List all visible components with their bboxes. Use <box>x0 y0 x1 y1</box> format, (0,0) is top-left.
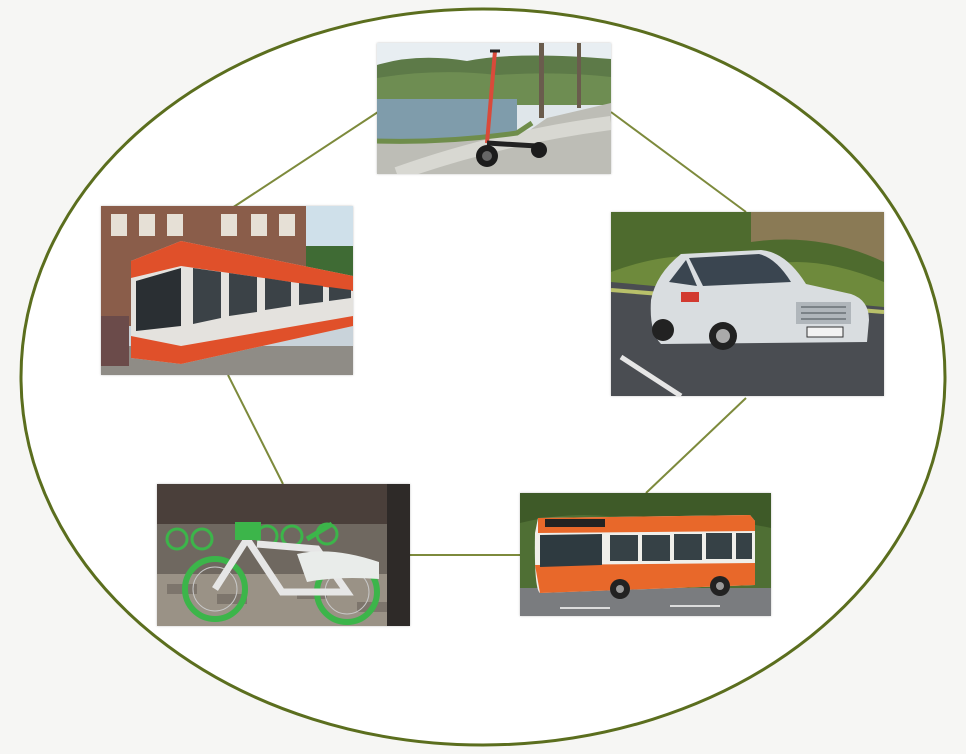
link-scooter-taxi <box>610 111 747 213</box>
link-bike-tram <box>227 374 284 485</box>
city-bus-photo <box>520 493 771 616</box>
taxi-car-photo <box>611 212 884 396</box>
link-taxi-bus <box>645 397 747 494</box>
light-rail-tram-photo <box>101 206 353 375</box>
link-tram-scooter <box>231 111 379 209</box>
electric-scooter-photo <box>377 43 611 174</box>
city-bike-photo <box>157 484 410 626</box>
